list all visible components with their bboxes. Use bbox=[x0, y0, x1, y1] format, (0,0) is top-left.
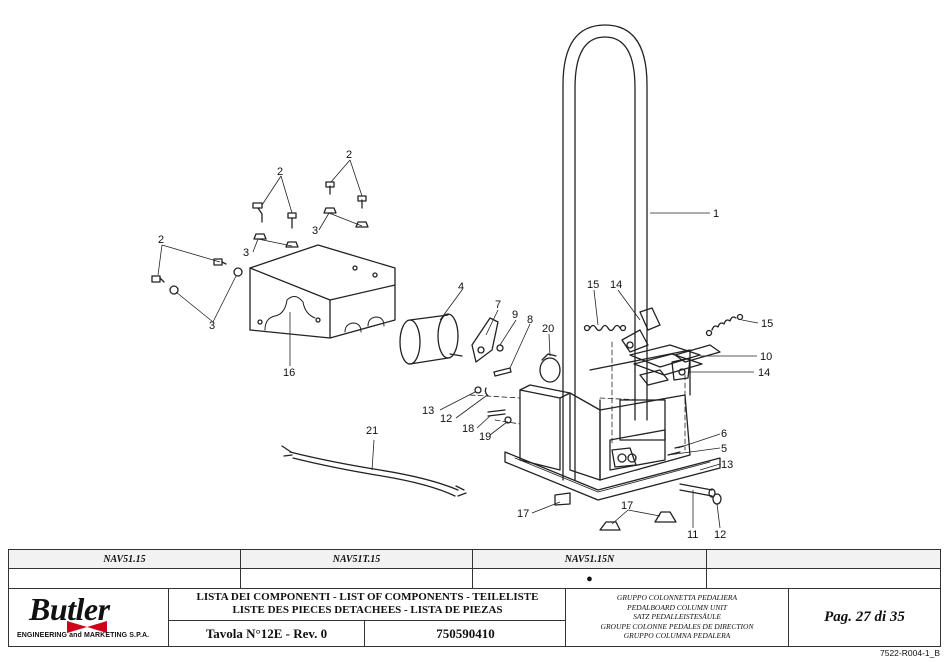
callout-14b: 14 bbox=[758, 367, 770, 379]
page-number: Pag. 27 di 35 bbox=[824, 609, 905, 625]
callout-13a: 13 bbox=[422, 405, 434, 417]
variant-header: NAV51.15 bbox=[9, 550, 241, 569]
variant-mark: ● bbox=[473, 569, 707, 589]
callout-10: 10 bbox=[760, 351, 772, 363]
callout-21: 21 bbox=[366, 425, 378, 437]
group-name-box: GRUPPO COLONNETTA PEDALIERA PEDALBOARD C… bbox=[566, 589, 789, 646]
component-list-box: LISTA DEI COMPONENTI - LIST OF COMPONENT… bbox=[169, 589, 566, 646]
pedals-part bbox=[629, 344, 721, 386]
variant-mark bbox=[241, 569, 473, 589]
screws-and-nuts-part bbox=[151, 181, 369, 295]
callout-12a: 12 bbox=[440, 413, 452, 425]
company-logo: Butler ENGINEERING and MARKETING S.P.A. bbox=[9, 589, 169, 646]
list-title-line-2: LISTE DES PIECES DETACHEES - LISTA DE PI… bbox=[232, 604, 503, 616]
small-pins-part bbox=[474, 344, 512, 424]
callout-15a: 15 bbox=[587, 279, 599, 291]
callout-17a: 17 bbox=[517, 508, 529, 520]
variant-mark bbox=[707, 569, 940, 589]
callout-1: 1 bbox=[713, 208, 719, 220]
table-reference: Tavola N°12E - Rev. 0 bbox=[169, 621, 365, 646]
variant-header bbox=[707, 550, 940, 569]
callout-3c: 3 bbox=[209, 320, 215, 332]
callout-6: 6 bbox=[721, 428, 727, 440]
feet-part bbox=[599, 511, 677, 531]
linkage-plate-part bbox=[471, 317, 499, 363]
callout-3a: 3 bbox=[243, 247, 249, 259]
leader-lines bbox=[157, 159, 759, 529]
variant-header: NAV51T.15 bbox=[241, 550, 473, 569]
document-reference: 7522-R004-1_B bbox=[879, 648, 940, 658]
callout-17b: 17 bbox=[621, 500, 633, 512]
callout-13b: 13 bbox=[721, 459, 733, 471]
callout-2c: 2 bbox=[158, 234, 164, 246]
title-block: Butler ENGINEERING and MARKETING S.P.A. … bbox=[8, 589, 941, 647]
callout-4: 4 bbox=[458, 281, 464, 293]
bowtie-icon bbox=[67, 621, 107, 633]
levers-part bbox=[611, 307, 691, 468]
assembly-guides bbox=[469, 341, 686, 451]
callout-20: 20 bbox=[542, 323, 554, 335]
callout-16: 16 bbox=[283, 367, 295, 379]
list-title-line-1: LISTA DEI COMPONENTI - LIST OF COMPONENT… bbox=[196, 591, 539, 603]
variant-mark bbox=[9, 569, 241, 589]
callout-19: 19 bbox=[479, 431, 491, 443]
springs-part bbox=[583, 313, 744, 337]
group-name-fr: GROUPE COLONNE PEDALES DE DIRECTION bbox=[600, 621, 754, 631]
logo-name: Butler bbox=[29, 591, 110, 627]
callout-9: 9 bbox=[512, 309, 518, 321]
logo-tagline: ENGINEERING and MARKETING S.P.A. bbox=[17, 632, 150, 639]
callout-14a: 14 bbox=[610, 279, 622, 291]
group-name-de: SATZ PEDALLEISTESÄULE bbox=[633, 612, 721, 621]
base-frame-part bbox=[504, 349, 721, 506]
callout-2a: 2 bbox=[277, 166, 283, 178]
callout-numbers: 1 2 2 2 3 3 3 4 7 9 8 20 15 14 15 10 14 … bbox=[158, 149, 773, 541]
variant-header: NAV51.15N bbox=[473, 550, 707, 569]
callout-3b: 3 bbox=[312, 225, 318, 237]
callout-18: 18 bbox=[462, 423, 474, 435]
column-handle-part bbox=[562, 24, 648, 481]
clamp-part bbox=[539, 353, 561, 383]
callout-7: 7 bbox=[495, 299, 501, 311]
callout-12b: 12 bbox=[714, 529, 726, 541]
exploded-parts-drawing: 1 2 2 2 3 3 3 4 7 9 8 20 15 14 15 10 14 … bbox=[151, 24, 773, 541]
potentiometer-part bbox=[399, 313, 463, 365]
callout-11: 11 bbox=[687, 529, 698, 541]
cover-bracket-part bbox=[249, 244, 396, 339]
callout-8: 8 bbox=[527, 314, 533, 326]
part-code: 750590410 bbox=[436, 626, 495, 641]
variants-table: NAV51.15 NAV51T.15 NAV51.15N ● bbox=[8, 549, 941, 589]
callout-15b: 15 bbox=[761, 318, 773, 330]
group-name-es: GRUPPO COLUMNA PEDALERA bbox=[623, 631, 731, 640]
cable-part bbox=[281, 445, 467, 497]
group-name-en: PEDALBOARD COLUMN UNIT bbox=[626, 602, 727, 612]
group-name-it: GRUPPO COLONNETTA PEDALIERA bbox=[616, 593, 738, 602]
component-list-title: LISTA DEI COMPONENTI - LIST OF COMPONENT… bbox=[169, 591, 566, 621]
callout-2b: 2 bbox=[346, 149, 352, 161]
callout-5: 5 bbox=[721, 443, 727, 455]
